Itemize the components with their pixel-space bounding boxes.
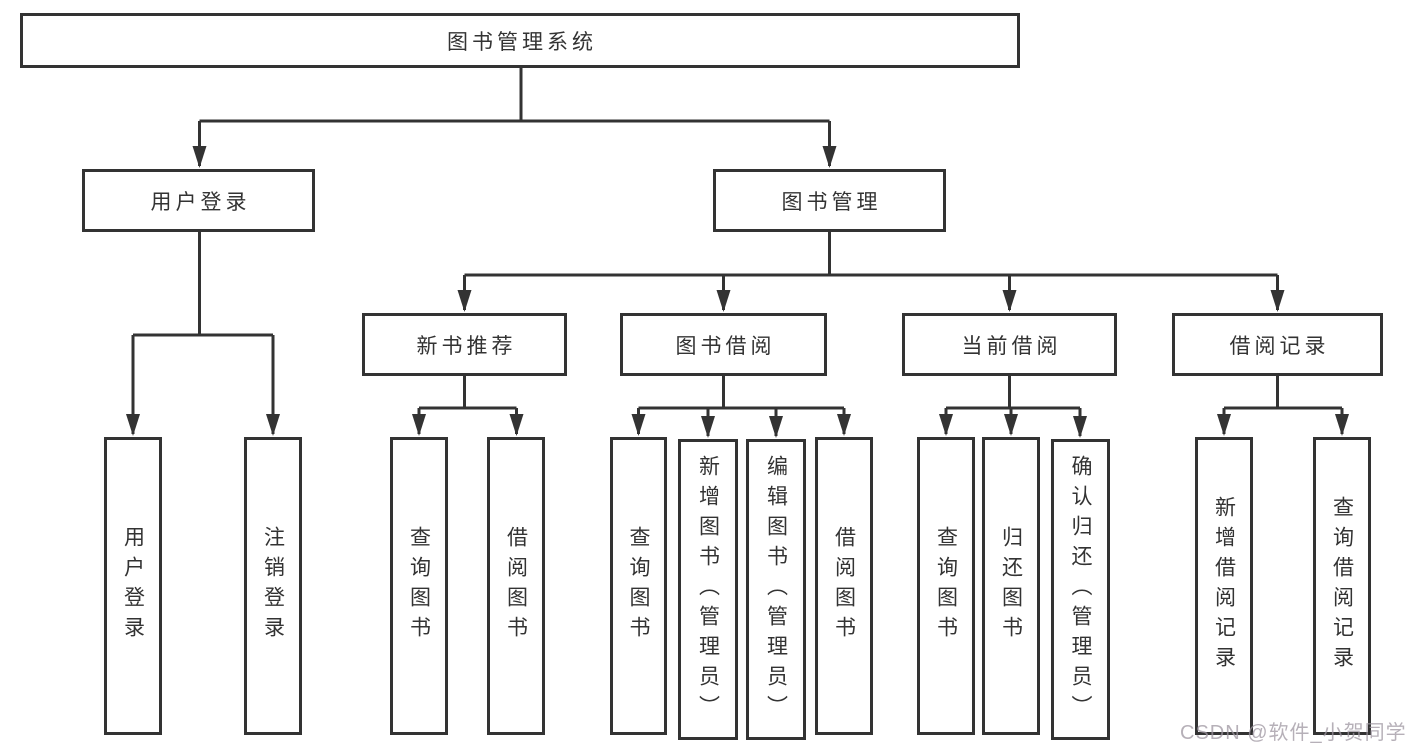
node-label: 查询图书 (627, 526, 650, 646)
leaf-borrow-books: 借阅图书 (815, 437, 873, 735)
leaf-edit-book-admin: 编辑图书（管理员） (746, 439, 806, 740)
leaf-add-book-admin: 新增图书（管理员） (678, 439, 738, 740)
node-label: 查询图书 (407, 526, 431, 646)
node-borrowing-records: 借阅记录 (1172, 313, 1383, 376)
node-user-login: 用户登录 (82, 169, 315, 232)
node-label: 图书管理 (781, 190, 882, 214)
node-new-book-recommendation: 新书推荐 (362, 313, 567, 376)
node-label: 注销登录 (261, 526, 285, 646)
node-book-borrowing: 图书借阅 (620, 313, 827, 376)
leaf-confirm-return-admin: 确认归还（管理员） (1051, 439, 1110, 740)
csdn-watermark: CSDN @软件_小贺同学 (1180, 722, 1405, 744)
node-label: 用户登录 (150, 190, 251, 214)
leaf-query-books-current: 查询图书 (917, 437, 975, 735)
node-label: 借阅记录 (1229, 334, 1330, 358)
node-label: 归还图书 (999, 526, 1023, 646)
node-label: 当前借阅 (961, 334, 1062, 358)
leaf-query-books-recommend: 查询图书 (390, 437, 448, 735)
leaf-query-borrow-record: 查询借阅记录 (1313, 437, 1371, 735)
leaf-borrow-books-recommend: 借阅图书 (487, 437, 545, 735)
node-label: 图书管理系统 (447, 30, 597, 54)
node-label: 新增借阅记录 (1212, 496, 1236, 676)
node-current-borrowing: 当前借阅 (902, 313, 1117, 376)
node-label: 查询借阅记录 (1330, 496, 1354, 676)
node-label: 新书推荐 (416, 334, 517, 358)
node-label: 确认归还（管理员） (1069, 454, 1092, 725)
node-library-management-system: 图书管理系统 (20, 13, 1020, 68)
node-label: 图书借阅 (675, 334, 776, 358)
leaf-query-books-borrow: 查询图书 (610, 437, 667, 735)
node-label: 查询图书 (934, 526, 958, 646)
leaf-return-book: 归还图书 (982, 437, 1040, 735)
node-book-management: 图书管理 (713, 169, 946, 232)
node-label: 用户登录 (121, 526, 145, 646)
leaf-logout: 注销登录 (244, 437, 302, 735)
leaf-user-login: 用户登录 (104, 437, 162, 735)
node-label: 新增图书（管理员） (696, 454, 720, 725)
node-label: 借阅图书 (504, 526, 528, 646)
node-label: 借阅图书 (832, 526, 856, 646)
node-label: 编辑图书（管理员） (764, 454, 788, 725)
leaf-add-borrow-record: 新增借阅记录 (1195, 437, 1253, 735)
